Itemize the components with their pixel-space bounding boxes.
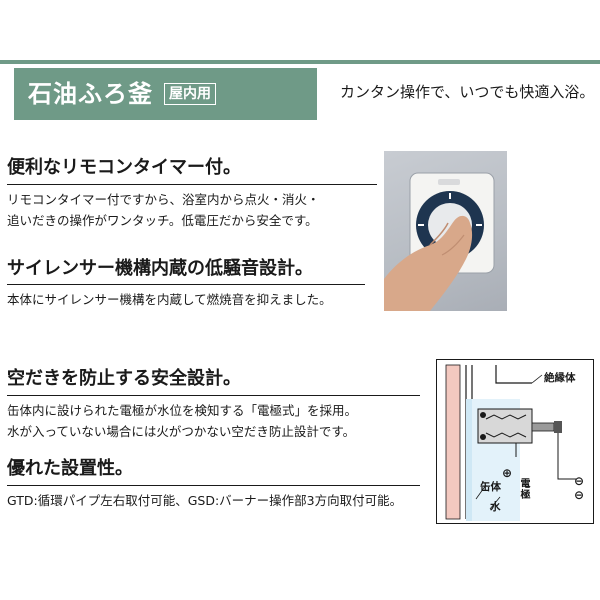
product-title: 石油ふろ釜 — [28, 80, 153, 108]
title-banner: 石油ふろ釜 屋内用 — [14, 68, 317, 120]
heading-installation: 優れた設置性。 — [7, 458, 133, 479]
electrode-label: 電極 — [520, 479, 531, 501]
safety-text-line-1: 缶体内に設けられた電極が水位を検知する「電極式」を採用。 — [7, 403, 358, 418]
heading-remote-timer: 便利なリモコンタイマー付。 — [7, 157, 241, 178]
electrode-diagram-drawing — [436, 359, 594, 524]
top-accent-rule — [0, 60, 600, 64]
electrode-diagram: 絶縁体 ⊕ ⊖ ⊖ 缶体 水 電極 — [436, 359, 594, 524]
minus-symbol: ⊖ — [574, 488, 585, 502]
heading-silencer: サイレンサー機構内蔵の低騒音設計。 — [7, 258, 313, 279]
insulator-label: 絶縁体 — [544, 372, 576, 384]
heading-underline — [7, 395, 420, 396]
installation-text-line-1: GTD:循環パイプ左右取付可能、GSD:バーナー操作部3方向取付可能。 — [7, 493, 403, 508]
remote-timer-text-line-2: 追いだきの操作がワンタッチ。低電圧だから安全です。 — [7, 213, 318, 228]
water-label: 水 — [490, 501, 501, 513]
plus-symbol: ⊕ — [502, 466, 513, 480]
tagline: カンタン操作で、いつでも快適入浴。 — [340, 83, 595, 101]
remote-timer-text-line-1: リモコンタイマー付ですから、浴室内から点火・消火・ — [7, 192, 320, 207]
indoor-badge: 屋内用 — [164, 83, 216, 105]
minus-symbol: ⊖ — [574, 474, 585, 488]
remote-control-photo — [384, 151, 507, 311]
can-body-label: 缶体 — [480, 481, 501, 493]
heading-underline — [7, 184, 377, 185]
heading-underline — [7, 284, 365, 285]
heading-underline — [7, 485, 420, 486]
remote-control-illustration — [384, 172, 495, 311]
safety-text-line-2: 水が入っていない場合には火がつかない空だき防止設計です。 — [7, 424, 356, 439]
silencer-text-line-1: 本体にサイレンサー機構を内蔵して燃焼音を抑えました。 — [7, 292, 332, 307]
heading-safety: 空だきを防止する安全設計。 — [7, 368, 241, 389]
